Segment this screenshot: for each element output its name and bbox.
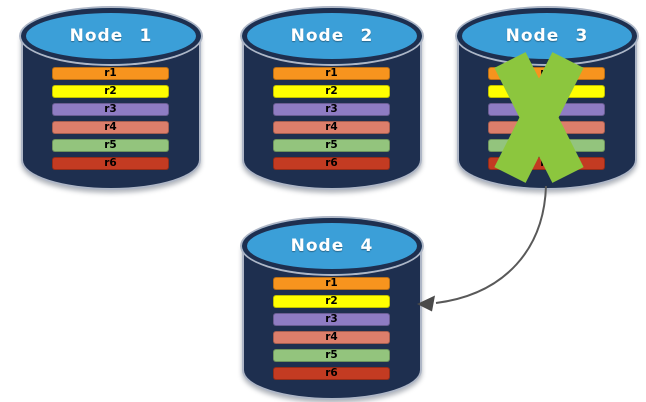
record-bar-r5: r5	[488, 139, 605, 152]
record-bar-r2: r2	[273, 295, 390, 308]
failover-arrow-line	[435, 185, 547, 304]
record-bar-r5: r5	[273, 349, 390, 362]
node-1-cylinder-top: Node 1	[21, 8, 201, 64]
record-bar-r2: r2	[488, 85, 605, 98]
node-2-records: r1 r2 r3 r4 r5 r6	[273, 67, 390, 175]
node-3-cylinder-top: Node 3	[457, 8, 637, 64]
record-label: r1	[104, 67, 117, 79]
node-3-records: r1 r2 r3 r4 r5 r6	[488, 67, 605, 175]
record-bar-r3: r3	[273, 103, 390, 116]
record-label: r3	[325, 313, 338, 325]
record-label: r6	[104, 157, 117, 169]
record-bar-r6: r6	[52, 157, 169, 170]
node-3-cylinder: Node 3 r1 r2 r3 r4 r5 r6	[457, 8, 637, 190]
record-bar-r4: r4	[273, 331, 390, 344]
record-label: r5	[540, 139, 553, 151]
record-bar-r4: r4	[488, 121, 605, 134]
record-label: r2	[104, 85, 117, 97]
record-label: r3	[104, 103, 117, 115]
record-label: r6	[325, 367, 338, 379]
record-label: r1	[325, 277, 338, 289]
record-bar-r4: r4	[273, 121, 390, 134]
record-bar-r2: r2	[52, 85, 169, 98]
node-1-cylinder: Node 1 r1 r2 r3 r4 r5 r6	[21, 8, 201, 190]
record-bar-r1: r1	[273, 277, 390, 290]
node-2-cylinder-top: Node 2	[242, 8, 422, 64]
node-4-title: Node 4	[290, 236, 374, 256]
node-4-cylinder: Node 4 r1 r2 r3 r4 r5 r6	[242, 218, 422, 400]
record-label: r4	[325, 121, 338, 133]
record-label: r4	[104, 121, 117, 133]
record-bar-r4: r4	[52, 121, 169, 134]
record-label: r4	[540, 121, 553, 133]
record-label: r3	[325, 103, 338, 115]
record-label: r5	[325, 139, 338, 151]
record-label: r5	[325, 349, 338, 361]
record-label: r6	[325, 157, 338, 169]
record-label: r6	[540, 157, 553, 169]
record-bar-r6: r6	[488, 157, 605, 170]
record-bar-r6: r6	[273, 367, 390, 380]
record-label: r5	[104, 139, 117, 151]
record-bar-r6: r6	[273, 157, 390, 170]
record-label: r4	[325, 331, 338, 343]
record-label: r1	[540, 67, 553, 79]
node-1-records: r1 r2 r3 r4 r5 r6	[52, 67, 169, 175]
record-bar-r2: r2	[273, 85, 390, 98]
record-bar-r1: r1	[488, 67, 605, 80]
record-label: r3	[540, 103, 553, 115]
node-4-cylinder-top: Node 4	[242, 218, 422, 274]
node-2-cylinder: Node 2 r1 r2 r3 r4 r5 r6	[242, 8, 422, 190]
record-bar-r3: r3	[273, 313, 390, 326]
record-bar-r3: r3	[52, 103, 169, 116]
record-bar-r3: r3	[488, 103, 605, 116]
node-4-records: r1 r2 r3 r4 r5 r6	[273, 277, 390, 385]
node-3-title: Node 3	[505, 26, 589, 46]
node-2-title: Node 2	[290, 26, 374, 46]
record-bar-r5: r5	[273, 139, 390, 152]
record-label: r2	[325, 295, 338, 307]
record-bar-r5: r5	[52, 139, 169, 152]
record-label: r1	[325, 67, 338, 79]
record-label: r2	[540, 85, 553, 97]
record-bar-r1: r1	[273, 67, 390, 80]
record-bar-r1: r1	[52, 67, 169, 80]
node-1-title: Node 1	[69, 26, 153, 46]
record-label: r2	[325, 85, 338, 97]
